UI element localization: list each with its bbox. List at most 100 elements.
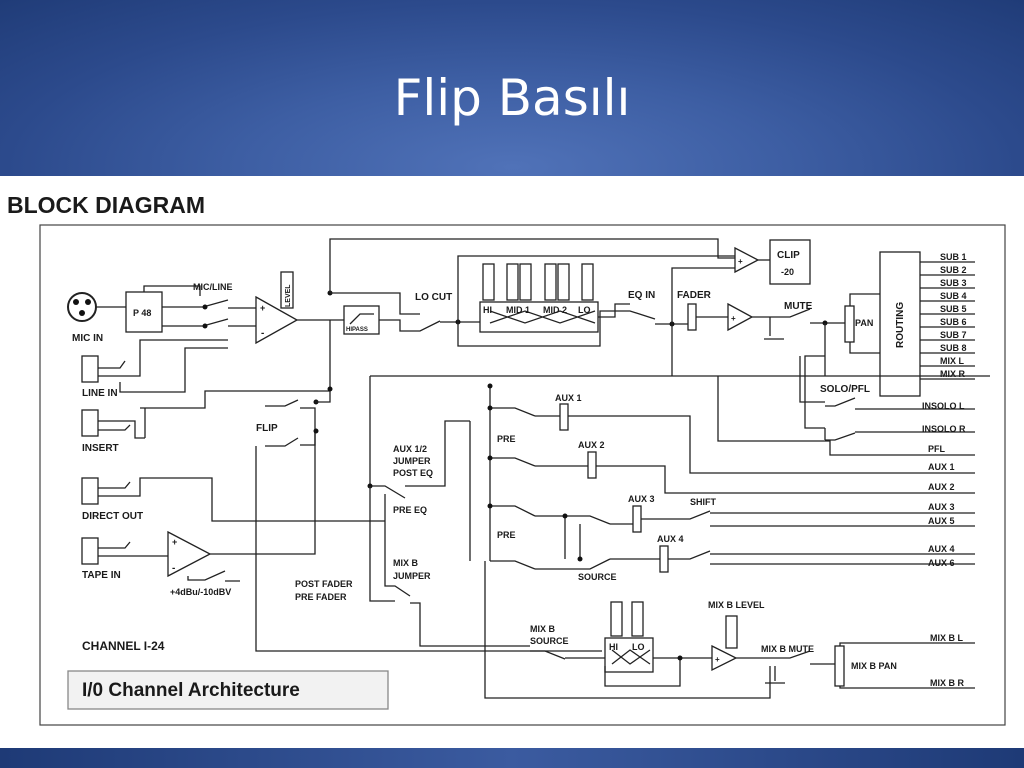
out-insolo-l: INSOLO L [922, 401, 965, 411]
source-label: SOURCE [578, 572, 617, 582]
mic-in-connector [67, 292, 97, 322]
mixb-pan-control [834, 645, 845, 687]
aux3-label: AUX 3 [628, 494, 655, 504]
aux2-knob [587, 451, 597, 479]
tape-level-label: +4dBu/-10dBV [170, 587, 231, 597]
out-mix-r: MIX R [940, 369, 966, 379]
channel-label: CHANNEL I-24 [82, 639, 165, 653]
title-band: Flip Basılı [0, 0, 1024, 176]
bottom-band [0, 748, 1024, 768]
eq-mid2b-knob [557, 263, 570, 301]
tape-in-jack [81, 537, 99, 565]
out-mix-l: MIX L [940, 356, 965, 366]
out-sub2: SUB 2 [940, 265, 967, 275]
out-aux1: AUX 1 [928, 462, 955, 472]
fader-label: FADER [677, 290, 712, 301]
mixb-source-line1: MIX B [530, 624, 556, 634]
eq-band-mid2: MID 2 [543, 305, 567, 315]
direct-out-jack [81, 477, 99, 505]
mic-preamp: +- [255, 295, 299, 345]
diagram-heading: BLOCK DIAGRAM [7, 192, 205, 218]
svg-text:+: + [731, 314, 736, 323]
caption-box [67, 670, 389, 710]
aux12-jumper-line2: JUMPER [393, 456, 431, 466]
flip-label: FLIP [256, 423, 278, 434]
out-aux2: AUX 2 [928, 482, 955, 492]
out-mixb-r: MIX B R [930, 678, 965, 688]
pre-label-2: PRE [497, 530, 516, 540]
caption: I/0 Channel Architecture [82, 680, 300, 701]
aux12-jumper-line1: AUX 1/2 [393, 444, 427, 454]
out-sub5: SUB 5 [940, 304, 967, 314]
mixb-eq-section: HI LO [604, 637, 654, 673]
out-aux4: AUX 4 [928, 544, 955, 554]
routing-box [879, 251, 921, 397]
out-aux3: AUX 3 [928, 502, 955, 512]
out-sub7: SUB 7 [940, 330, 967, 340]
insert-jack [81, 409, 99, 437]
out-insolo-r: INSOLO R [922, 424, 966, 434]
line-in-label: LINE IN [82, 388, 118, 399]
pre-label-1: PRE [497, 434, 516, 444]
p48-label: P 48 [133, 308, 151, 318]
clip-label: CLIP [777, 250, 800, 261]
eq-mid1-knob [506, 263, 519, 301]
mixb-pan-label: MIX B PAN [851, 661, 897, 671]
out-sub4: SUB 4 [940, 291, 967, 301]
mixb-source-line2: SOURCE [530, 636, 569, 646]
direct-out-label: DIRECT OUT [82, 511, 143, 522]
mic-line-label: MIC/LINE [193, 282, 233, 292]
eq-in-label: EQ IN [628, 290, 655, 301]
mixb-amp: + [711, 644, 738, 672]
pan-control [844, 305, 855, 343]
svg-text:+: + [260, 303, 265, 313]
mixb-jumper-line2: JUMPER [393, 571, 431, 581]
routing-label: ROUTING [895, 302, 906, 348]
mixb-jumper-line1: MIX B [393, 558, 419, 568]
solo-pfl-label: SOLO/PFL [820, 384, 870, 395]
svg-text:+: + [715, 655, 720, 664]
insert-label: INSERT [82, 443, 119, 454]
eq-band-lo: LO [578, 305, 591, 315]
clip-amp: + [734, 246, 760, 274]
tape-in-label: TAPE IN [82, 570, 121, 581]
diagram-frame [39, 224, 1006, 726]
line-in-jack [81, 355, 99, 383]
mixb-eq-hi: HI [609, 642, 618, 652]
clip-box [769, 239, 811, 285]
out-sub8: SUB 8 [940, 343, 967, 353]
preamp-level-knob [280, 271, 294, 309]
mic-in-label: MIC IN [72, 333, 103, 344]
mixb-level-label: MIX B LEVEL [708, 600, 765, 610]
svg-text:-: - [261, 328, 264, 339]
aux2-label: AUX 2 [578, 440, 605, 450]
hipass-label: HIPASS [346, 327, 368, 333]
tape-in-amp: +- [167, 530, 212, 578]
aux4-label: AUX 4 [657, 534, 684, 544]
preamp-level-label: LEVEL [285, 284, 292, 307]
shift-label: SHIFT [690, 497, 717, 507]
pre-fader-label: PRE FADER [295, 592, 347, 602]
eq-band-hi: HI [483, 305, 492, 315]
aux12-jumper-line3: POST EQ [393, 468, 433, 478]
pre-eq-label: PRE EQ [393, 505, 427, 515]
mixb-mute-label: MIX B MUTE [761, 644, 814, 654]
eq-hi-knob [482, 263, 495, 301]
mixb-hi-knob [610, 601, 623, 637]
aux3-knob [632, 505, 642, 533]
mixb-eq-lo: LO [632, 642, 645, 652]
svg-text:-: - [172, 563, 175, 574]
clip-level: -20 [781, 267, 794, 277]
eq-lo-knob [581, 263, 594, 301]
post-fader-label: POST FADER [295, 579, 353, 589]
eq-band-mid1: MID 1 [506, 305, 530, 315]
out-sub1: SUB 1 [940, 252, 967, 262]
out-mixb-l: MIX B L [930, 633, 964, 643]
slide-title: Flip Basılı [393, 69, 631, 127]
eq-mid1b-knob [519, 263, 532, 301]
out-sub3: SUB 3 [940, 278, 967, 288]
output-lines-sub [920, 261, 975, 380]
aux4-knob [659, 545, 669, 573]
out-aux6: AUX 6 [928, 558, 955, 568]
out-pfl: PFL [928, 444, 946, 454]
